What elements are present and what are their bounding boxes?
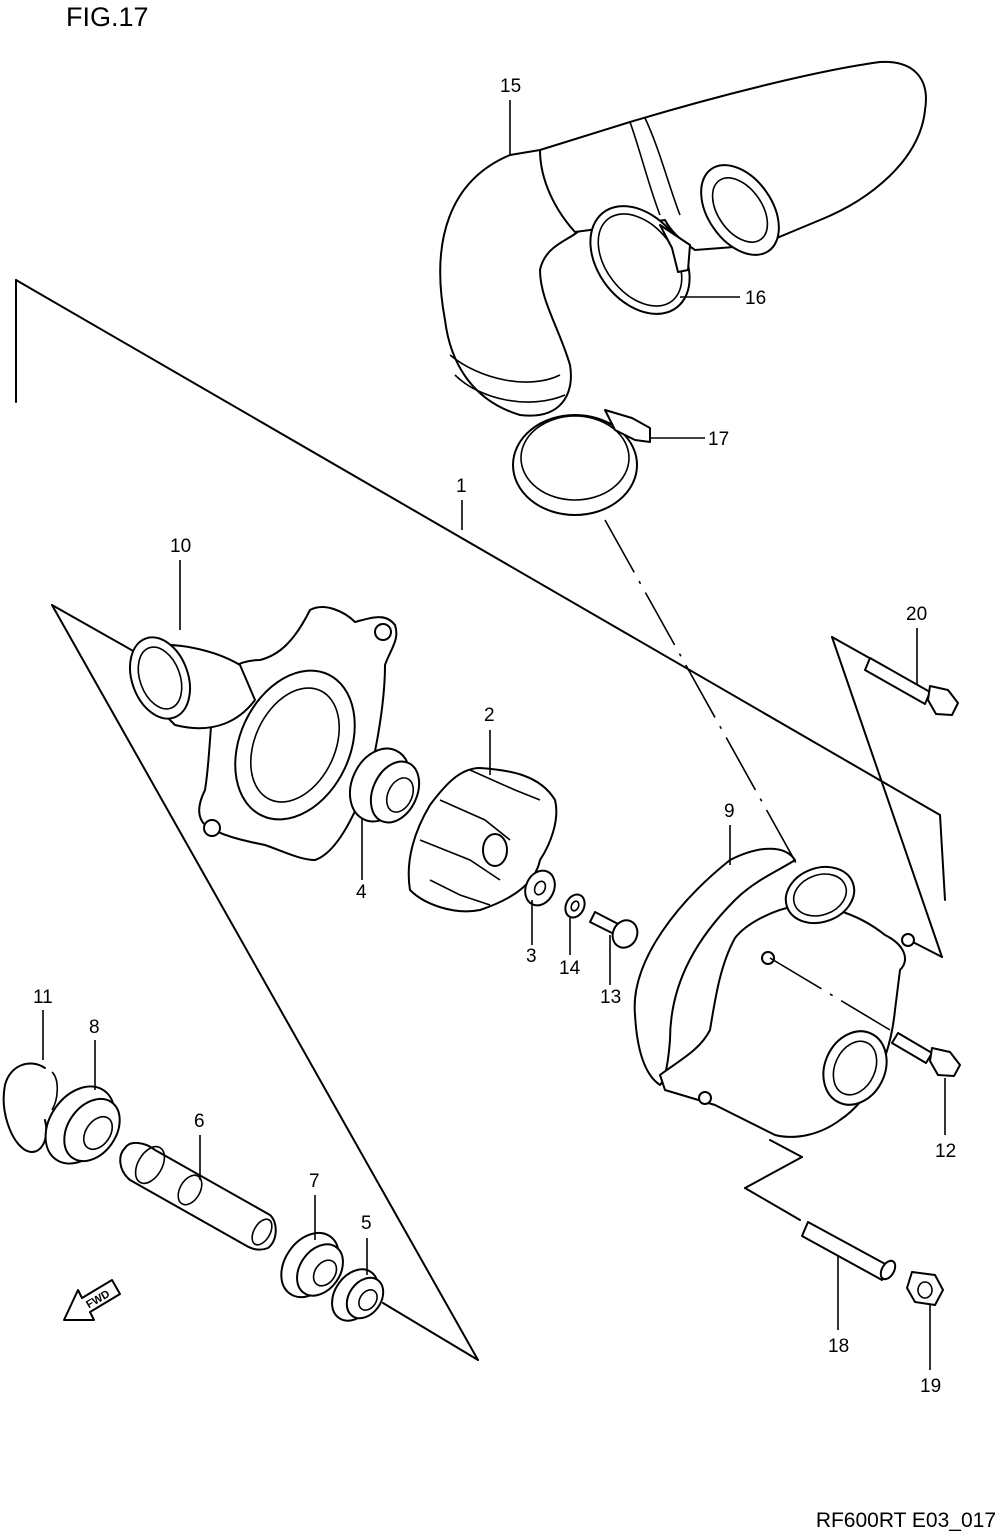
callout-2: 2 bbox=[484, 705, 495, 726]
housing-10 bbox=[129, 606, 398, 861]
impeller-2 bbox=[407, 767, 558, 913]
seal-5 bbox=[331, 1268, 385, 1322]
clamp-17 bbox=[512, 409, 651, 516]
callout-12: 12 bbox=[935, 1141, 956, 1162]
callout-1: 1 bbox=[456, 476, 467, 497]
callout-20: 20 bbox=[906, 604, 927, 625]
forward-arrow-icon: FWD bbox=[63, 1279, 121, 1321]
leader-lines bbox=[42, 100, 946, 1370]
seal-4 bbox=[348, 747, 421, 824]
centerlines bbox=[604, 519, 891, 1031]
bolt-20 bbox=[864, 657, 959, 716]
callout-11: 11 bbox=[33, 987, 53, 1008]
callout-18: 18 bbox=[828, 1336, 849, 1357]
bearing-7 bbox=[280, 1231, 344, 1299]
callout-15: 15 bbox=[500, 76, 521, 97]
callout-labels: 1 2 3 4 5 6 7 8 9 10 11 12 13 14 15 16 1… bbox=[33, 76, 956, 1397]
callout-16: 16 bbox=[745, 288, 766, 309]
callout-3: 3 bbox=[526, 946, 537, 967]
callout-14: 14 bbox=[559, 958, 581, 979]
callout-13: 13 bbox=[600, 987, 621, 1008]
nut-19 bbox=[906, 1271, 944, 1306]
callout-17: 17 bbox=[708, 429, 729, 450]
callout-9: 9 bbox=[724, 801, 735, 822]
diagram-code: RF600RT E03_017 bbox=[815, 1509, 996, 1532]
washer-14 bbox=[564, 893, 586, 919]
stud-18 bbox=[801, 1221, 897, 1281]
callout-7: 7 bbox=[309, 1171, 320, 1192]
callout-6: 6 bbox=[194, 1111, 205, 1132]
cover-9 bbox=[633, 847, 915, 1138]
washer-3 bbox=[524, 869, 556, 907]
hose-15 bbox=[439, 60, 927, 417]
callout-19: 19 bbox=[920, 1376, 941, 1397]
bearing-8 bbox=[44, 1085, 121, 1165]
circlip-11 bbox=[2, 1062, 59, 1153]
shaft-6 bbox=[119, 1142, 277, 1251]
clamp-16 bbox=[589, 205, 691, 315]
figure-title: FIG.17 bbox=[66, 2, 149, 32]
bolt-12 bbox=[891, 1032, 961, 1077]
bolt-13 bbox=[589, 911, 639, 949]
callout-4: 4 bbox=[356, 882, 367, 903]
callout-8: 8 bbox=[89, 1017, 100, 1038]
callout-10: 10 bbox=[170, 536, 191, 557]
callout-5: 5 bbox=[361, 1213, 372, 1234]
